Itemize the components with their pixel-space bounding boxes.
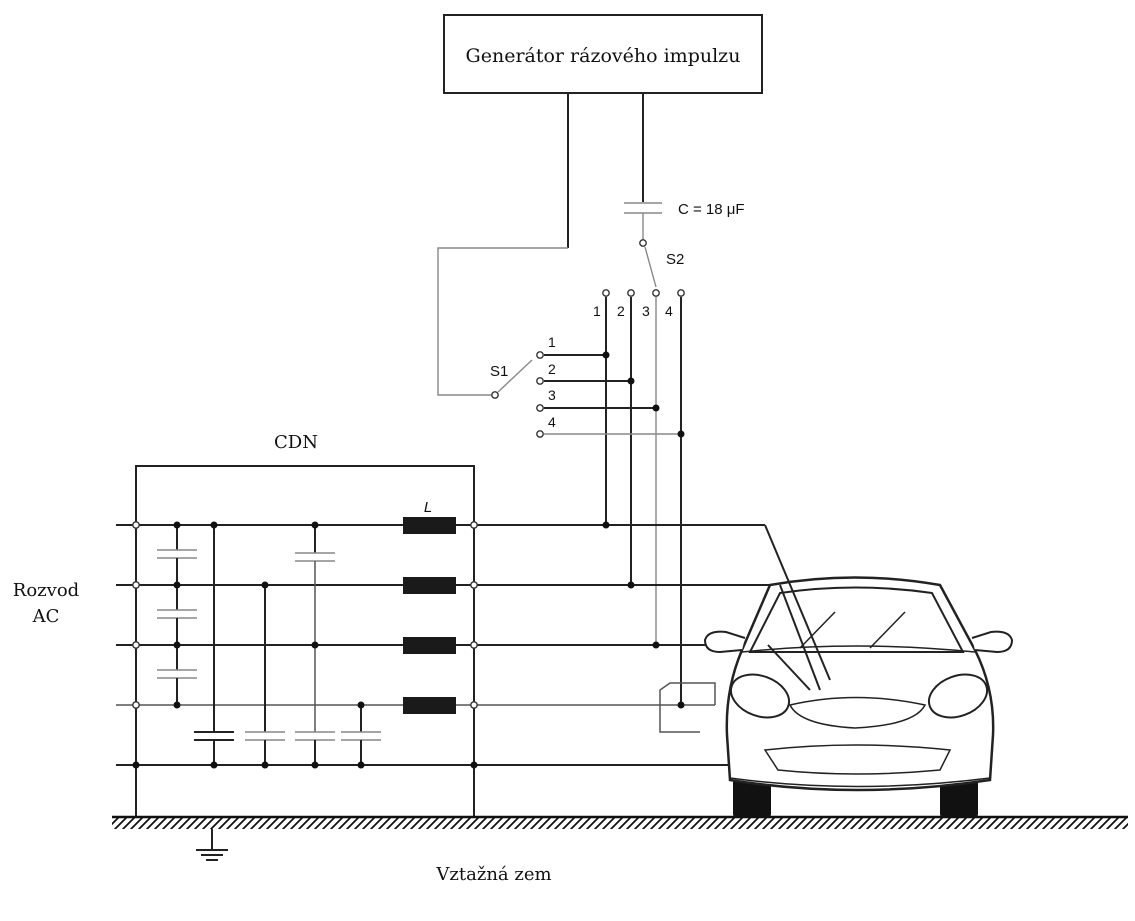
ground-label: Vztažná zem [435, 864, 551, 885]
reference-ground-plane [112, 815, 1128, 829]
s2-terminal-1: 1 [593, 303, 601, 319]
surge-generator: Generátor rázového impulzu [443, 14, 763, 94]
inductor-label: L [424, 499, 432, 516]
ground-capacitors [194, 521, 381, 769]
s2-drop-wires [605, 297, 682, 705]
supply-label-2: AC [32, 606, 60, 627]
s2-terminal-2: 2 [617, 303, 625, 319]
s1-switch [491, 351, 685, 438]
s2-terminal-3: 3 [642, 303, 650, 319]
line-capacitors [157, 521, 335, 709]
switch-s1-label: S1 [490, 363, 508, 380]
cdn-label: CDN [274, 432, 318, 453]
s1-terminal-3: 3 [548, 387, 556, 403]
car-icon [703, 576, 1014, 818]
car-connections [659, 524, 831, 733]
s1-terminal-4: 4 [548, 414, 556, 430]
inductors [403, 517, 456, 714]
s2-terminal-4: 4 [665, 303, 673, 319]
generator-output-wire [624, 93, 662, 288]
switch-s2-label: S2 [666, 251, 684, 268]
capacitor-label: C = 18 μF [678, 201, 745, 218]
cdn-terminals [132, 521, 478, 769]
s2-terminals [602, 289, 685, 297]
supply-label: Rozvod [13, 580, 79, 601]
earth-icon [196, 829, 228, 861]
generator-label: Generátor rázového impulzu [466, 45, 741, 67]
s1-terminal-1: 1 [548, 334, 556, 350]
s1-terminal-2: 2 [548, 361, 556, 377]
generator-return-wire [437, 93, 569, 396]
